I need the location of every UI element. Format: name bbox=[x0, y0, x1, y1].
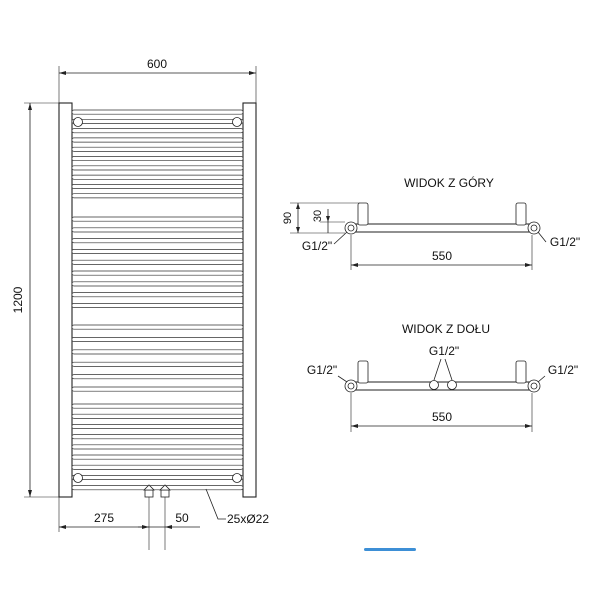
depth-label: 90 bbox=[282, 212, 294, 224]
tube-leader bbox=[205, 488, 226, 520]
crossbars-group bbox=[71, 109, 244, 491]
crossbar bbox=[71, 485, 244, 491]
bottom-view: WIDOK Z DOŁU G1/2" G1/2" G1/2" 550 bbox=[307, 322, 578, 432]
crossbar bbox=[71, 454, 244, 460]
accent-stub bbox=[364, 548, 416, 551]
crossbar bbox=[71, 146, 244, 152]
bracket-top-right bbox=[232, 117, 242, 127]
crossbar bbox=[71, 165, 244, 171]
crossbar bbox=[71, 281, 244, 287]
top-view-conn-left-inner bbox=[347, 224, 355, 232]
crossbar bbox=[71, 374, 244, 380]
bottom-conn-center-label: G1/2" bbox=[429, 344, 459, 358]
top-conn-left-label: G1/2" bbox=[302, 239, 332, 253]
bracket-bottom-left bbox=[73, 473, 83, 483]
bottom-conn-right-label: G1/2" bbox=[548, 363, 578, 377]
crossbar bbox=[71, 128, 244, 134]
crossbar bbox=[71, 403, 244, 409]
top-view-bracket-left bbox=[357, 202, 369, 226]
crossbar bbox=[71, 238, 244, 244]
height-label: 1200 bbox=[11, 286, 25, 313]
top-view-body bbox=[351, 223, 533, 233]
top-conn-right-leader bbox=[537, 231, 547, 243]
crossbar bbox=[71, 349, 244, 355]
bottom-conn-center-leader-1 bbox=[433, 358, 442, 381]
crossbar bbox=[71, 270, 244, 276]
right-side-tube bbox=[242, 102, 257, 498]
crossbar bbox=[71, 109, 244, 115]
crossbar bbox=[71, 413, 244, 419]
bottom-conn-left-leader bbox=[337, 375, 348, 383]
crossbar bbox=[71, 361, 244, 367]
crossbar bbox=[71, 475, 244, 480]
left-side-tube bbox=[58, 102, 73, 498]
tube-label: 25xØ22 bbox=[227, 512, 269, 526]
bottom-view-bracket-left bbox=[357, 360, 369, 384]
crossbar bbox=[71, 184, 244, 189]
bottom-conn-left-label: G1/2" bbox=[307, 363, 337, 377]
bracket-top-left bbox=[73, 117, 83, 127]
bottom-view-center-conn-1 bbox=[429, 380, 439, 390]
crossbar bbox=[71, 424, 244, 429]
top-conn-right-label: G1/2" bbox=[550, 235, 580, 249]
bottom-span-label: 550 bbox=[432, 410, 452, 424]
width-label: 600 bbox=[147, 57, 167, 71]
bottom-conn-right-leader bbox=[537, 375, 546, 383]
front-view: 600 1200 275 bbox=[11, 57, 269, 550]
bottom-conn-center-leader-2 bbox=[444, 358, 453, 381]
crossbar bbox=[71, 434, 244, 440]
bottom-view-center-conn-2 bbox=[447, 380, 457, 390]
crossbar bbox=[71, 337, 244, 342]
crossbar bbox=[71, 386, 244, 392]
top-span-label: 550 bbox=[432, 249, 452, 263]
crossbar bbox=[71, 464, 244, 470]
bottom-connector-left bbox=[143, 484, 155, 498]
spacing-label: 50 bbox=[175, 511, 189, 525]
crossbar bbox=[71, 137, 244, 143]
top-view-conn-right-inner bbox=[530, 224, 538, 232]
crossbar bbox=[71, 118, 244, 124]
bottom-view-bracket-right bbox=[515, 360, 527, 384]
bottom-view-body bbox=[351, 381, 533, 391]
width-arrow-left bbox=[59, 71, 66, 75]
top-conn-left-leader bbox=[333, 231, 348, 245]
left-offset-label: 275 bbox=[94, 511, 114, 525]
crossbar bbox=[71, 174, 244, 180]
height-arrow-bottom bbox=[28, 490, 32, 497]
height-arrow-top bbox=[28, 103, 32, 110]
crossbar bbox=[71, 444, 244, 450]
crossbar bbox=[71, 216, 244, 222]
crossbar bbox=[71, 227, 244, 233]
crossbar bbox=[71, 324, 244, 330]
top-view: WIDOK Z GÓRY 90 30 G1/2" G1/2" 550 bbox=[282, 175, 580, 270]
crossbar bbox=[71, 259, 244, 265]
bottom-view-title: WIDOK Z DOŁU bbox=[402, 322, 490, 336]
bracket-bottom-right bbox=[232, 473, 242, 483]
bottom-view-conn-right-inner bbox=[530, 382, 538, 390]
crossbar bbox=[71, 292, 244, 298]
bottom-view-conn-left-inner bbox=[347, 382, 355, 390]
crossbar bbox=[71, 249, 244, 254]
offset-label: 30 bbox=[312, 210, 324, 222]
crossbar bbox=[71, 303, 244, 308]
crossbar bbox=[71, 193, 244, 199]
width-arrow-right bbox=[249, 71, 256, 75]
top-view-title: WIDOK Z GÓRY bbox=[404, 175, 494, 190]
crossbar bbox=[71, 156, 244, 162]
top-view-bracket-right bbox=[515, 202, 527, 226]
